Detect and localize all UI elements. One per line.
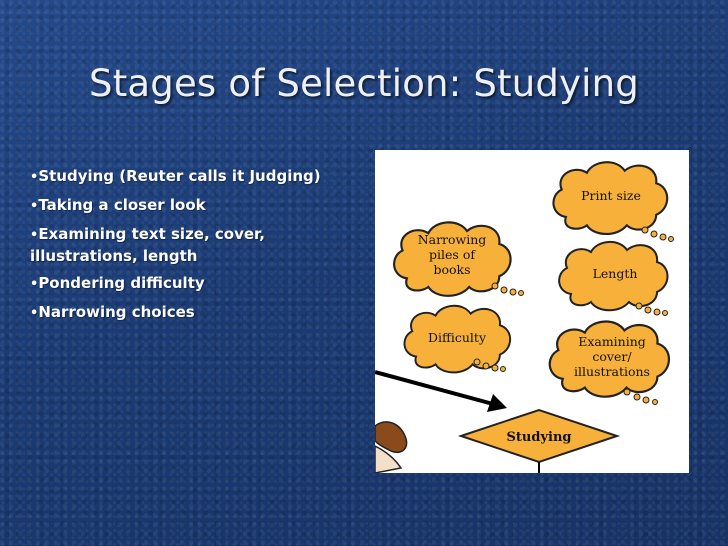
bullet-list: •Studying (Reuter calls it Judging) •Tak… xyxy=(30,166,330,331)
cloud-label: illustrations xyxy=(574,364,650,379)
diamond-label: Studying xyxy=(507,430,572,445)
cloud-print-size: Print size xyxy=(552,161,674,242)
cloud-label: books xyxy=(433,262,470,277)
cartoon-character-icon xyxy=(375,421,408,473)
cloud-label: cover/ xyxy=(592,349,632,364)
studying-diamond: Studying xyxy=(457,408,621,473)
bullet-text: Examining text size, cover, illustration… xyxy=(30,225,265,265)
studying-diagram: Print size Narrowing piles of books Leng… xyxy=(375,150,689,473)
cloud-label: piles of xyxy=(429,247,476,262)
arrow-icon xyxy=(375,370,507,412)
cloud-label: Narrowing xyxy=(418,232,487,247)
cloud-length: Length xyxy=(558,240,669,316)
cloud-label: Difficulty xyxy=(428,330,487,345)
bullet-item: •Taking a closer look xyxy=(30,196,206,214)
bullet-text: Pondering difficulty xyxy=(38,274,205,292)
bullet-text: Taking a closer look xyxy=(38,196,206,214)
bullet-item: •Narrowing choices xyxy=(30,303,195,321)
cloud-difficulty: Difficulty xyxy=(403,304,512,374)
bullet-item: •Examining text size, cover, illustratio… xyxy=(30,225,265,265)
cloud-label: Examining xyxy=(578,334,646,349)
bullet-item: •Pondering difficulty xyxy=(30,274,205,292)
bullet-item: •Studying (Reuter calls it Judging) xyxy=(30,167,321,185)
diagram-svg: Print size Narrowing piles of books Leng… xyxy=(375,161,674,473)
slide-title: Stages of Selection: Studying xyxy=(89,62,639,105)
cloud-examining-cover: Examining cover/ illustrations xyxy=(548,320,671,405)
cloud-narrowing-piles: Narrowing piles of books xyxy=(392,221,524,297)
cloud-label: Length xyxy=(593,266,638,281)
cloud-label: Print size xyxy=(581,188,641,203)
bullet-text: Narrowing choices xyxy=(38,303,195,321)
bullet-text: Studying (Reuter calls it Judging) xyxy=(38,167,321,185)
